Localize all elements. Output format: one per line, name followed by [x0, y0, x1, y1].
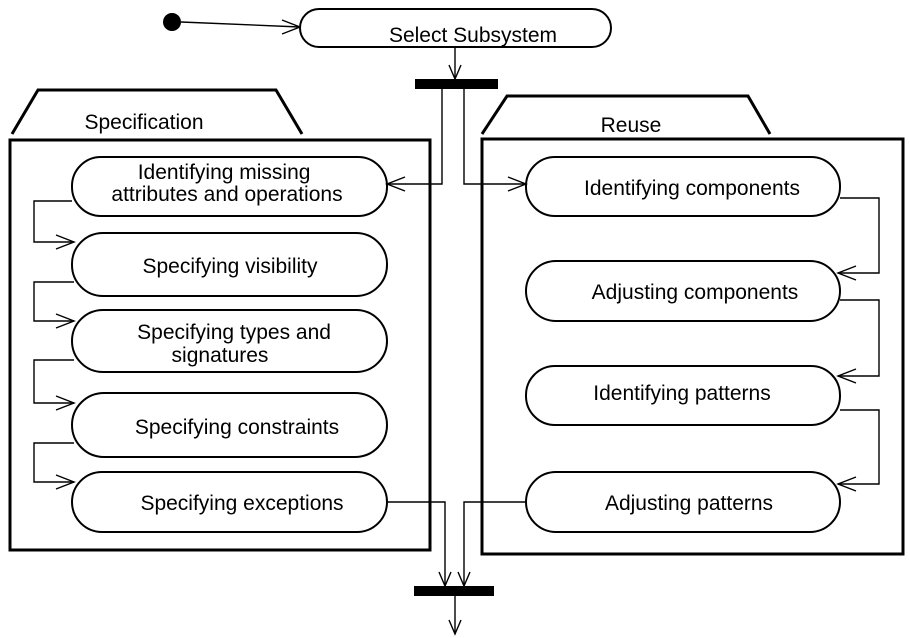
- reuse-action-label: Adjusting components: [592, 281, 799, 304]
- reuse-action-label: Identifying patterns: [593, 382, 770, 405]
- arrowhead: [836, 368, 857, 384]
- flow-reuse-2-3: [838, 299, 880, 377]
- arrowhead: [507, 176, 528, 192]
- reuse-action[interactable]: Identifying components: [525, 156, 841, 217]
- arrowhead: [55, 234, 76, 250]
- flow-specification-2-3: [33, 281, 74, 322]
- specification-action-label: Specifying exceptions: [140, 492, 343, 515]
- flow-fork-to-reuse: [463, 89, 526, 185]
- specification-action-label: Specifying constraints: [135, 416, 339, 439]
- flow-specification-3-4: [33, 359, 74, 404]
- specification-action-label: Specifying visibility: [142, 255, 318, 278]
- arrowhead: [836, 476, 857, 492]
- flow-specification-4-5: [33, 442, 74, 483]
- reuse-action-label: Identifying components: [584, 177, 800, 200]
- reuse-action-label: Adjusting patterns: [605, 492, 773, 515]
- reuse-action[interactable]: Adjusting patterns: [525, 471, 841, 533]
- arrowhead: [448, 619, 462, 636]
- arrowhead: [385, 176, 406, 192]
- flow-start-to-select: [180, 21, 301, 28]
- initial-node: [163, 13, 181, 31]
- fork-bar: [415, 79, 498, 89]
- specification-action-label: Specifying types and signatures: [137, 321, 337, 367]
- arrowhead: [55, 395, 76, 411]
- specification-action[interactable]: Specifying visibility: [71, 232, 388, 297]
- specification-action[interactable]: Identifying missing attributes and opera…: [71, 156, 388, 217]
- arrowhead: [55, 313, 76, 329]
- reuse-tab: [480, 94, 772, 135]
- specification-action[interactable]: Specifying exceptions: [71, 471, 388, 533]
- arrowhead: [836, 265, 857, 281]
- specification-action[interactable]: Specifying constraints: [71, 392, 388, 458]
- flow-reuse-1-2: [838, 197, 880, 274]
- flow-specification-to-join: [387, 501, 446, 586]
- arrowhead: [55, 474, 76, 490]
- action-select-subsystem-label: Select Subsystem: [389, 24, 557, 47]
- reuse-action[interactable]: Identifying patterns: [525, 365, 841, 426]
- specification-action-label: Identifying missing attributes and opera…: [111, 161, 342, 206]
- specification-title: Specification: [84, 111, 203, 134]
- flow-reuse-to-join: [463, 501, 526, 586]
- reuse-title: Reuse: [601, 114, 662, 137]
- specification-tab: [10, 88, 304, 135]
- flow-fork-to-specification: [387, 89, 443, 185]
- reuse-action[interactable]: Adjusting components: [525, 260, 841, 322]
- flow-specification-1-2: [33, 200, 74, 243]
- specification-action[interactable]: Specifying types and signatures: [71, 309, 388, 373]
- join-bar: [414, 586, 494, 596]
- flow-reuse-3-4: [838, 409, 880, 485]
